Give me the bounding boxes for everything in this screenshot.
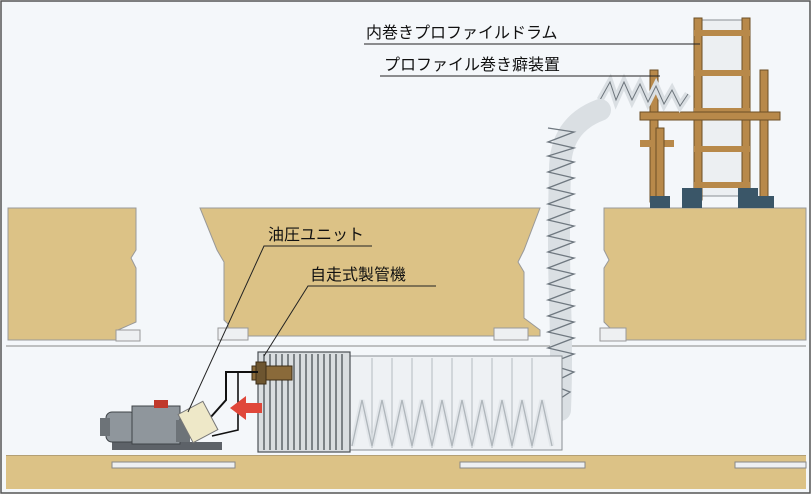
concrete-segment-left — [7, 207, 137, 341]
label-self-propelled-pipe-machine: 自走式製管機 — [310, 265, 406, 284]
label-profile-bending-device: プロファイル巻き癖装置 — [384, 55, 560, 74]
leader-lines — [187, 43, 700, 413]
hydraulic-unit — [100, 400, 222, 450]
label-inner-profile-drum: 内巻きプロファイルドラム — [366, 23, 558, 42]
bending-device — [596, 73, 691, 113]
pipe-joint-bottom-3 — [734, 461, 807, 469]
pipe-joint-bottom-2 — [459, 461, 586, 469]
profile-drum — [639, 17, 781, 208]
ground-bottom — [6, 455, 806, 489]
label-hydraulic-unit: 油圧ユニット — [268, 225, 364, 244]
concrete-segment-right — [603, 207, 807, 341]
pipe-joint-bottom-1 — [111, 461, 236, 469]
pipe-making-machine — [251, 351, 351, 453]
new-pipe — [339, 355, 563, 451]
concrete-segment-middle — [199, 207, 541, 337]
arrow-left-icon — [230, 396, 262, 420]
